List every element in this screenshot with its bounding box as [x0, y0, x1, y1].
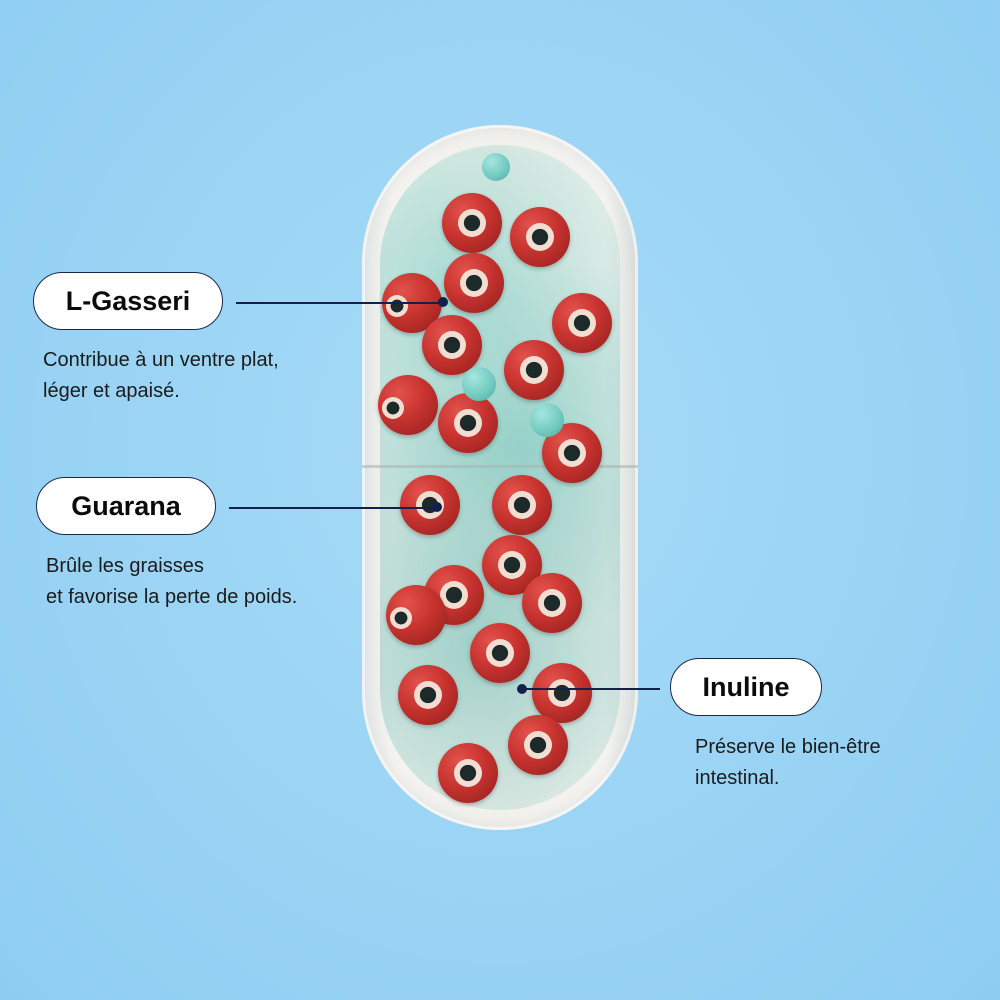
probiotic-sphere-icon	[532, 663, 592, 723]
connector-dot-icon	[438, 297, 448, 307]
probiotic-sphere-icon	[438, 393, 498, 453]
capsule-illustration	[362, 125, 638, 830]
ingredient-name: L-Gasseri	[65, 285, 191, 316]
probiotic-sphere-icon	[398, 665, 458, 725]
probiotic-sphere-icon	[504, 340, 564, 400]
probiotic-sphere-icon	[386, 585, 446, 645]
prebiotic-bead-icon	[462, 367, 496, 401]
ingredient-label-guarana: Guarana	[36, 477, 216, 535]
prebiotic-bead-icon	[530, 403, 564, 437]
ingredient-description: Contribue à un ventre plat, léger et apa…	[43, 349, 279, 402]
probiotic-sphere-icon	[442, 193, 502, 253]
ingredient-name: Guarana	[71, 490, 181, 521]
ingredient-description: Brûle les graisses et favorise la perte …	[46, 555, 298, 608]
ingredient-name: Inuline	[702, 671, 790, 702]
prebiotic-bead-icon	[482, 153, 510, 181]
probiotic-sphere-icon	[522, 573, 582, 633]
probiotic-sphere-icon	[400, 475, 460, 535]
ingredient-description: Préserve le bien-être intestinal.	[695, 736, 881, 789]
capsule-seam	[362, 465, 638, 468]
probiotic-sphere-icon	[422, 315, 482, 375]
probiotic-sphere-icon	[378, 375, 438, 435]
probiotic-sphere-icon	[508, 715, 568, 775]
ingredient-label-inuline: Inuline	[670, 658, 822, 716]
probiotic-sphere-icon	[470, 623, 530, 683]
connector-dot-icon	[432, 502, 442, 512]
connector-line	[229, 507, 439, 509]
ingredient-label-l-gasseri: L-Gasseri	[33, 272, 223, 330]
connector-line	[236, 302, 442, 304]
probiotic-sphere-icon	[510, 207, 570, 267]
probiotic-sphere-icon	[552, 293, 612, 353]
probiotic-sphere-icon	[444, 253, 504, 313]
probiotic-sphere-icon	[482, 535, 542, 595]
connector-line	[522, 688, 660, 690]
probiotic-sphere-icon	[492, 475, 552, 535]
probiotic-sphere-icon	[438, 743, 498, 803]
